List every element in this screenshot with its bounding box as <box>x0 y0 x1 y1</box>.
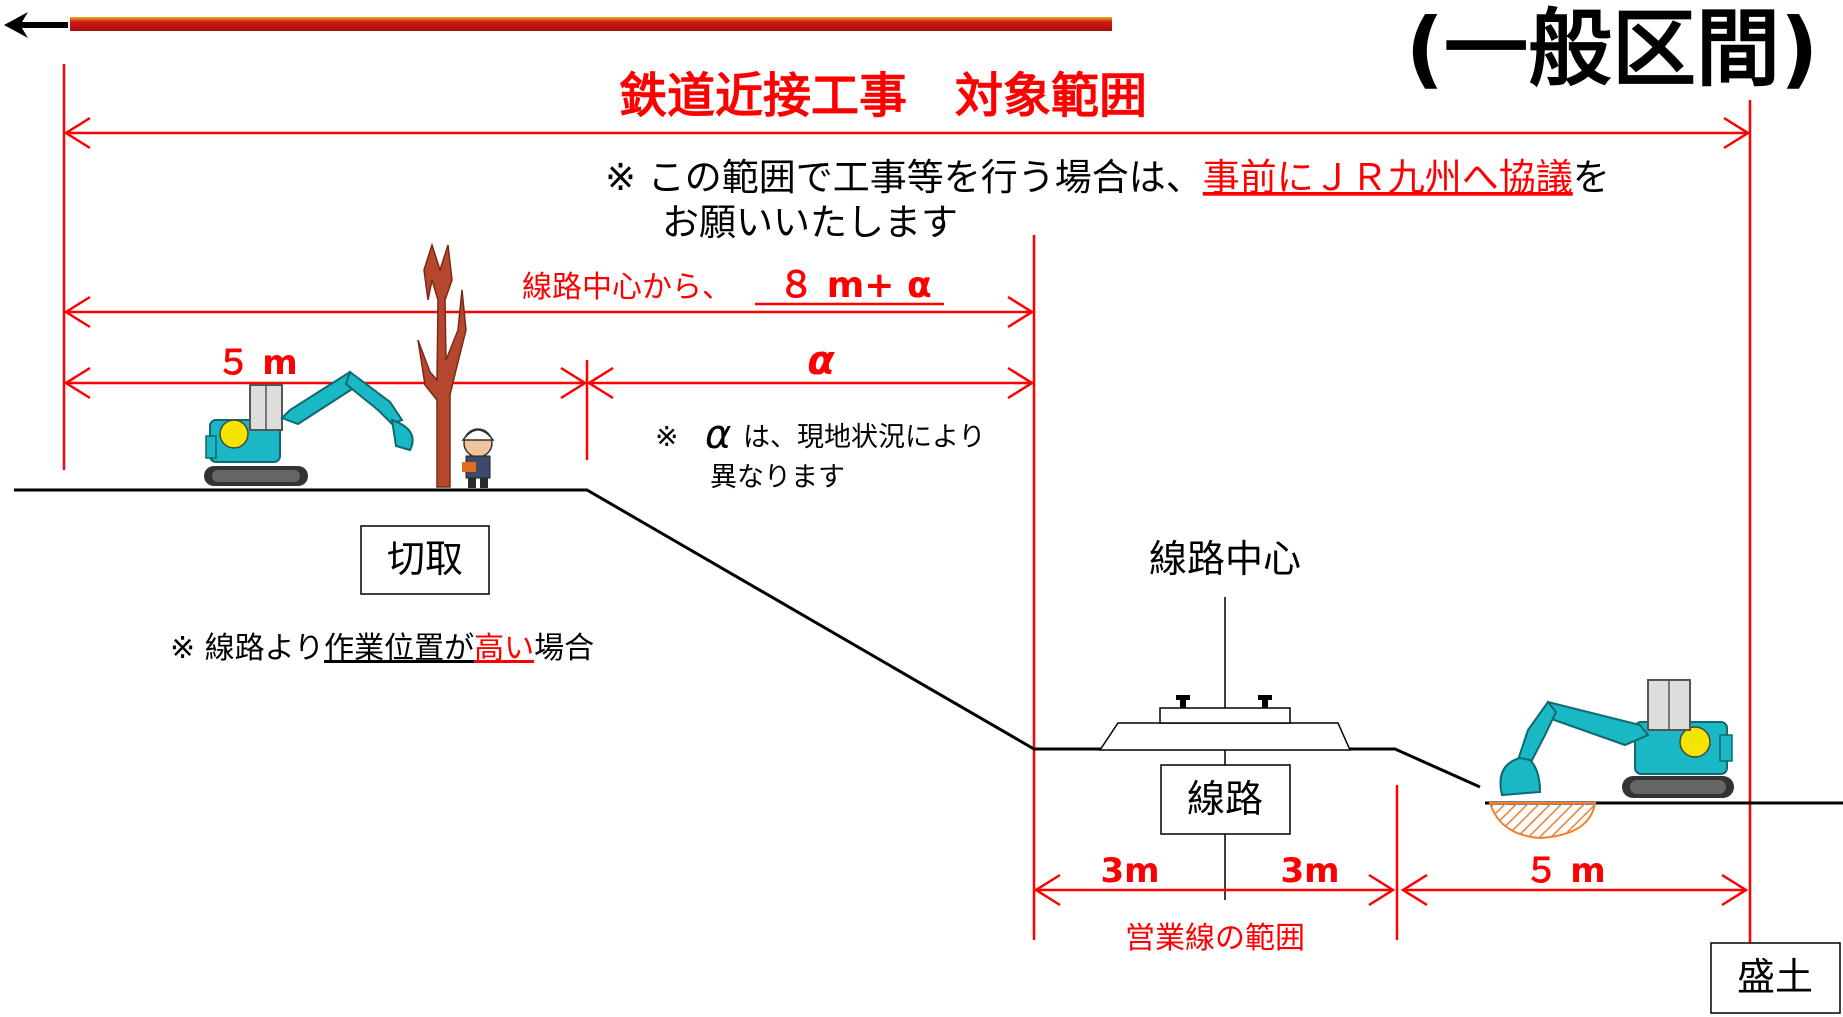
alpha-note-symbol: α <box>705 412 731 458</box>
section-label: (一般区間) <box>1406 0 1819 98</box>
scope-arrow <box>63 116 1751 150</box>
dig-pit <box>1488 802 1597 840</box>
scope-title: 鉄道近接工事 対象範囲 <box>619 68 1147 124</box>
alpha-note-mark: ※ <box>655 420 678 453</box>
from-center-label: 線路中心から、 <box>522 270 732 305</box>
worker-icon <box>461 428 495 488</box>
alpha-note-line2: 異なります <box>710 462 845 493</box>
center-distance-arrow <box>63 295 1035 329</box>
scope-note-line2: お願いいたします <box>662 201 958 244</box>
cut-label: 切取 <box>387 537 463 581</box>
boundary-lines <box>62 64 1752 1000</box>
cut-label-box <box>360 525 490 595</box>
alpha-note-line1: は、現地状況により <box>743 422 985 453</box>
ground-profile <box>14 488 1481 789</box>
five-m-left-label: ５ m <box>216 343 297 383</box>
track-label: 線路 <box>1187 777 1263 821</box>
five-m-right-label: ５ m <box>1524 851 1605 891</box>
from-center-value: ８ m+ α <box>778 265 931 306</box>
three-m-right-label: 3m <box>1280 851 1339 891</box>
excavator-right-icon <box>1499 679 1734 798</box>
three-m-left-label: 3m <box>1100 851 1159 891</box>
track-label-box <box>1160 764 1291 835</box>
alpha-arrow <box>586 366 1035 400</box>
scope-note-line1: ※ この範囲で工事等を行う場合は、事前にＪＲ九州へ協議を <box>605 156 1610 199</box>
cut-note: ※ 線路より作業位置が高い場合 <box>170 631 594 666</box>
operating-range-label: 営業線の範囲 <box>1125 921 1305 956</box>
five-m-right-arrow <box>1400 873 1749 907</box>
company-logo-icon <box>4 12 68 38</box>
alpha-label: α <box>807 338 835 384</box>
track-ballast-icon <box>1098 695 1352 751</box>
header-bar <box>70 17 1112 31</box>
tree-icon <box>417 242 467 488</box>
five-m-left-arrow <box>63 366 588 400</box>
fill-label: 盛土 <box>1737 955 1813 999</box>
operating-range-arrow <box>1033 873 1396 907</box>
track-center-label: 線路中心 <box>1149 537 1301 581</box>
excavator-left-icon <box>204 370 414 486</box>
fill-label-box <box>1710 942 1841 1014</box>
